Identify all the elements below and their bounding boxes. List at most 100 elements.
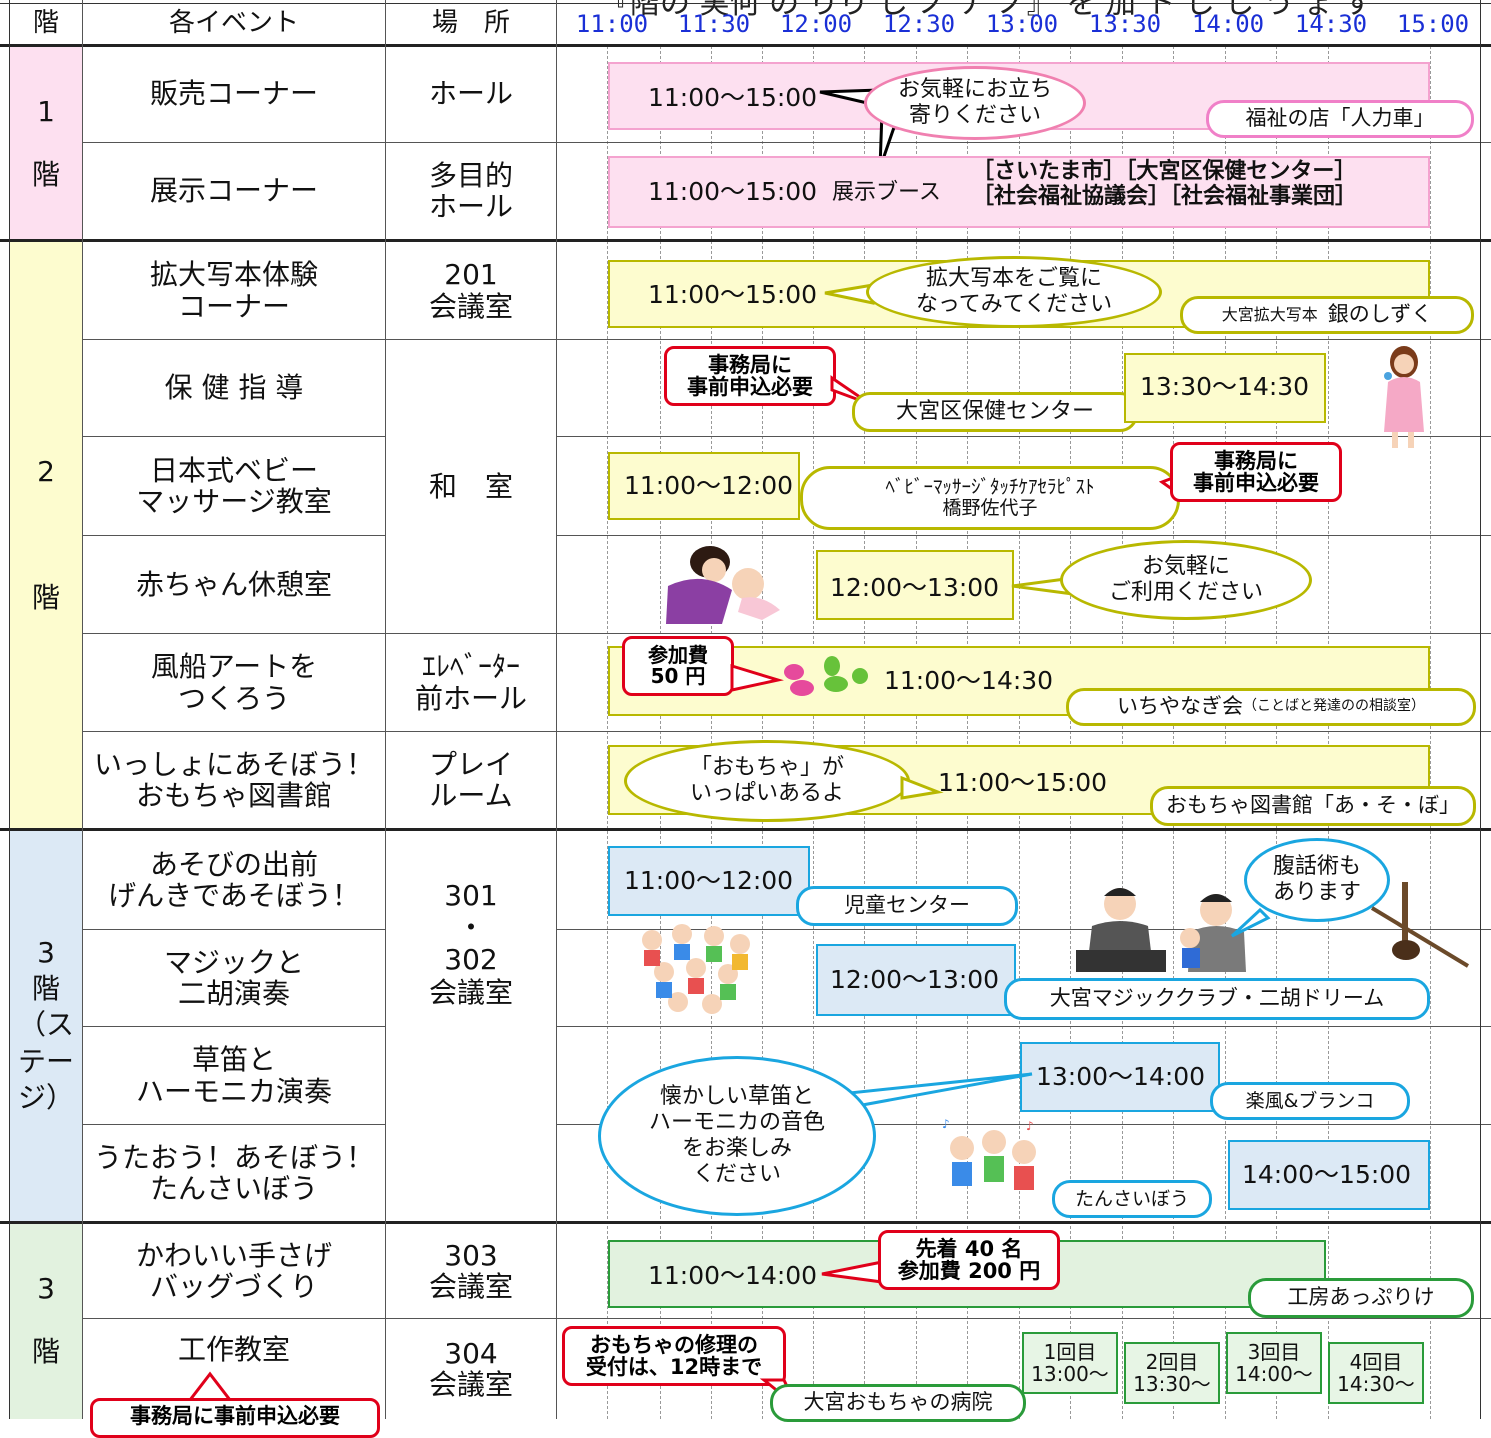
header-location: 場 所: [431, 8, 510, 39]
grid-line: [916, 46, 917, 1419]
location-301-302: 301 ・ 302 会議室: [428, 879, 513, 1009]
row-line: [83, 1124, 385, 1125]
col-line: [1480, 0, 1481, 1419]
org-hoken: 大宮区保健センター: [852, 392, 1138, 432]
floor-1-bg: [10, 46, 83, 240]
time-utaou: 14:00〜15:00: [1242, 1160, 1412, 1189]
time-tenji: 11:00〜15:00: [648, 177, 818, 206]
grid-line: [1019, 46, 1020, 1419]
location-304: 304 会議室: [428, 1336, 513, 1401]
header-floor: 階: [32, 8, 59, 39]
singing-children-illustration: ♪♪: [942, 1118, 1036, 1190]
floor-3-bg: [10, 1222, 83, 1419]
svg-text:♪: ♪: [1026, 1119, 1034, 1133]
row-line: [556, 535, 1491, 536]
header-event: 各イベント: [168, 8, 299, 39]
time-magic: 12:00〜13:00: [830, 965, 1000, 994]
org-baby: ﾍﾞﾋﾞｰﾏｯｻｰｼﾞﾀｯﾁｹｱｾﾗﾋﾟｽﾄ 橋野佐代子: [800, 466, 1180, 530]
org-bag: 工房あっぷりけ: [1248, 1278, 1474, 1318]
event-asobi: あそびの出前 げんきであそぼう！: [108, 847, 360, 912]
bubble-tail: [837, 1072, 1033, 1110]
header-time-1430: 14:30: [1294, 9, 1368, 38]
bubble-omocha: 「おもちゃ」が いっぱいあるよ: [624, 740, 910, 822]
slot-3: 3回目 14:00〜: [1226, 1332, 1322, 1394]
time-akachan: 12:00〜13:00: [830, 573, 1000, 602]
time-hoken: 13:30〜14:30: [1140, 372, 1310, 401]
event-magic: マジックと 二胡演奏: [163, 945, 304, 1010]
booths-tenji: ［さいたま市］［大宮区保健センター］ ［社会福祉協議会］［社会福祉事業団］: [972, 159, 1358, 209]
header-time-1230: 12:30: [882, 9, 956, 38]
bar-baby: [608, 452, 800, 520]
org-kakudai-name: 銀のしずく: [1327, 302, 1433, 327]
time-omocha: 11:00〜15:00: [938, 768, 1108, 797]
bubble-tail: [1230, 907, 1271, 938]
org-kakudai-prefix: 大宮拡大写本: [1221, 305, 1318, 325]
grid-line: [1328, 46, 1329, 1419]
event-tenji: 展示コーナー: [149, 174, 318, 208]
bubble-tail: [900, 775, 944, 800]
row-line: [556, 929, 1491, 930]
header-time-1200: 12:00: [779, 9, 853, 38]
mother-baby-illustration: [666, 546, 780, 624]
row-line: [0, 3, 1491, 4]
grid-line: [1276, 46, 1277, 1419]
floor-divider: [0, 239, 1491, 242]
location-303: 303 会議室: [428, 1238, 513, 1303]
bar-magic: [816, 944, 1016, 1016]
header-time-1130: 11:30: [677, 9, 751, 38]
magicians-illustration: [1076, 888, 1246, 972]
bar-utaou: [1228, 1140, 1430, 1210]
row-line: [83, 633, 1491, 634]
page-title-fragment: 『階の 実何 の りり し ノ ナ ノ』 を 加 ト し し う ょ す: [600, 0, 1374, 21]
grid-line: [1070, 46, 1071, 1419]
children-group-illustration: [642, 924, 750, 1014]
row-line: [556, 1124, 1491, 1125]
floor-2-bg: [10, 240, 83, 829]
note-fusen: 参加費 50 円: [622, 636, 734, 696]
bubble-asobi: 腹話術も あります: [1244, 838, 1390, 922]
bar-tenji: [608, 156, 1430, 228]
bubble-hanbai: お気軽にお立ち 寄りください: [864, 66, 1086, 140]
org-asobi: 児童センター: [796, 886, 1018, 926]
col-line: [556, 0, 557, 1419]
event-bag: かわいい手さげ バッグづくり: [135, 1238, 332, 1303]
grid-line: [1122, 46, 1123, 1419]
note-baby: 事務局に 事前申込必要: [1170, 442, 1342, 502]
grid-line: [813, 46, 814, 1419]
bar-hoken: [1124, 353, 1326, 423]
header-bottom-line: [0, 44, 1491, 47]
org-utaou: たんさいぼう: [1052, 1180, 1212, 1218]
event-kakudai: 拡大写本体験 コーナー: [149, 258, 318, 323]
grid-line: [1225, 46, 1226, 1419]
location-washitsu: 和 室: [428, 469, 513, 503]
row-line: [83, 535, 385, 536]
label-tenji: 展示ブース: [832, 180, 941, 205]
location-tenji: 多目的 ホール: [428, 158, 513, 223]
balloon-animals-illustration: [784, 656, 868, 696]
location-hanbai: ホール: [428, 77, 513, 111]
note-hoken: 事務局に 事前申込必要: [664, 346, 836, 406]
slot-1: 1回目 13:00〜: [1022, 1332, 1118, 1394]
row-line: [83, 142, 1491, 143]
org-kousaku: 大宮おもちゃの病院: [770, 1384, 1026, 1422]
event-hanbai: 販売コーナー: [149, 77, 318, 111]
floor-label-1: 1 階: [31, 94, 60, 191]
bubble-tail: [188, 1371, 232, 1401]
row-line: [83, 436, 385, 437]
event-fusen: 風船アートを つくろう: [150, 650, 318, 715]
time-kusabue: 13:00〜14:00: [1036, 1062, 1206, 1091]
time-baby: 11:00〜12:00: [624, 471, 794, 500]
event-akachan: 赤ちゃん休憩室: [135, 567, 332, 601]
org-fusen-name: いちやなぎ会: [1117, 694, 1243, 719]
grid-line: [711, 46, 712, 1419]
time-hanbai: 11:00〜15:00: [648, 83, 818, 112]
event-omocha: いっしょにあそぼう！ おもちゃ図書館: [93, 747, 374, 812]
location-kakudai: 201 会議室: [428, 258, 513, 323]
org-kakudai: 大宮拡大写本 銀のしずく: [1180, 296, 1474, 334]
event-utaou: うたおう！あそぼう！ たんさいぼう: [93, 1140, 374, 1205]
org-omocha: おもちゃ図書館「あ・そ・ぼ」: [1150, 786, 1476, 826]
note2-kousaku: 事務局に事前申込必要: [90, 1398, 380, 1438]
row-line: [556, 436, 1491, 437]
time-bag: 11:00〜14:00: [648, 1261, 818, 1290]
row-line: [83, 339, 1491, 340]
